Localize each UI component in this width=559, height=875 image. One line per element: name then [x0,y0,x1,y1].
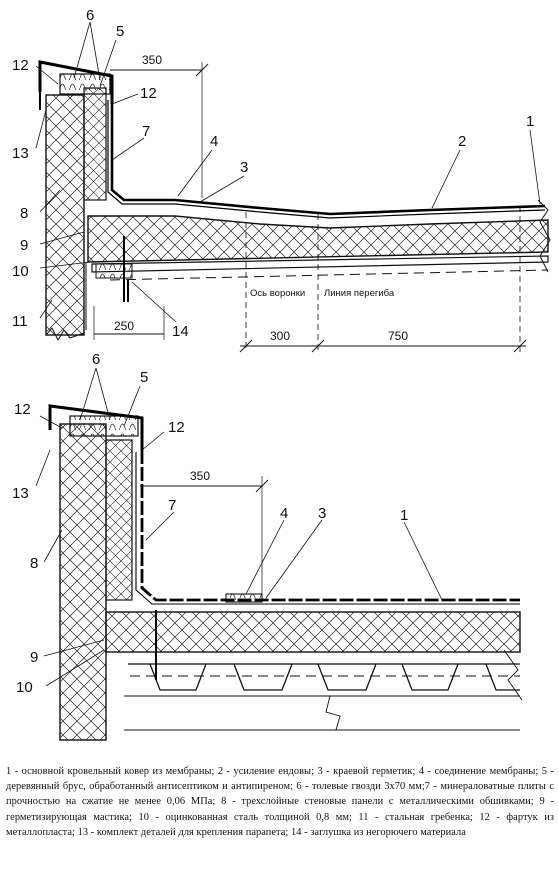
bottom-insulation-slab [105,611,521,653]
top-label-11: 11 [12,313,28,330]
top-label-9: 9 [20,237,28,254]
top-dim-300: 300 [270,329,290,343]
bottom-profiled-deck [128,663,520,691]
bottom-label-5: 5 [140,369,148,386]
top-wall-panel [45,94,85,336]
top-label-12-left: 12 [12,57,29,74]
legend-caption: 1 - основной кровельный ковер из мембран… [6,766,554,838]
bottom-label-1: 1 [400,507,408,524]
top-label-13: 13 [12,145,29,162]
top-label-8: 8 [20,205,28,222]
top-label-5: 5 [116,23,124,40]
top-steel-deck [91,255,549,273]
bottom-parapet-cap [48,404,144,450]
top-label-7: 7 [142,123,150,140]
bottom-label-12-left: 12 [14,401,31,418]
top-wooden-beam [59,73,111,95]
bottom-label-7: 7 [168,497,176,514]
top-parapet-inner-panel [83,87,107,201]
top-label-14: 14 [172,323,189,340]
top-parapet-cap [38,60,114,104]
top-label-12-right: 12 [140,85,157,102]
bottom-label-10: 10 [16,679,33,696]
top-label-2: 2 [458,133,466,150]
bottom-dim-350: 350 [190,469,210,483]
bottom-label-12-right: 12 [168,419,185,436]
bottom-section-view: 350 6 5 12 12 13 7 4 3 1 8 9 10 [12,351,523,741]
top-label-3: 3 [240,159,248,176]
top-plug [95,263,133,279]
top-label-10: 10 [12,263,29,280]
bottom-label-8: 8 [30,555,38,572]
top-membrane [110,104,546,216]
top-bend-line-label: Линия перегиба [324,288,395,299]
bottom-label-9: 9 [30,649,38,666]
bottom-wall-panel [59,423,107,741]
bottom-label-6: 6 [92,351,100,368]
bottom-label-4: 4 [280,505,288,522]
bottom-parapet-inner-panel [105,439,133,601]
roof-parapet-junction-drawing: 350 250 300 750 Ось воронки Линия переги… [12,7,551,741]
bottom-membrane-joint [225,593,263,603]
bottom-label-3: 3 [318,505,326,522]
top-label-4: 4 [210,133,218,150]
top-section-view: 350 250 300 750 Ось воронки Линия переги… [12,7,551,353]
top-label-1: 1 [526,113,534,130]
top-dim-350: 350 [142,53,162,67]
top-funnel-axis-label: Ось воронки [250,288,305,299]
top-label-6: 6 [86,7,94,24]
bottom-membrane [140,450,520,602]
top-dim-750: 750 [388,329,408,343]
bottom-label-13: 13 [12,485,29,502]
top-dim-250: 250 [114,319,134,333]
bottom-wooden-beam [69,415,139,437]
